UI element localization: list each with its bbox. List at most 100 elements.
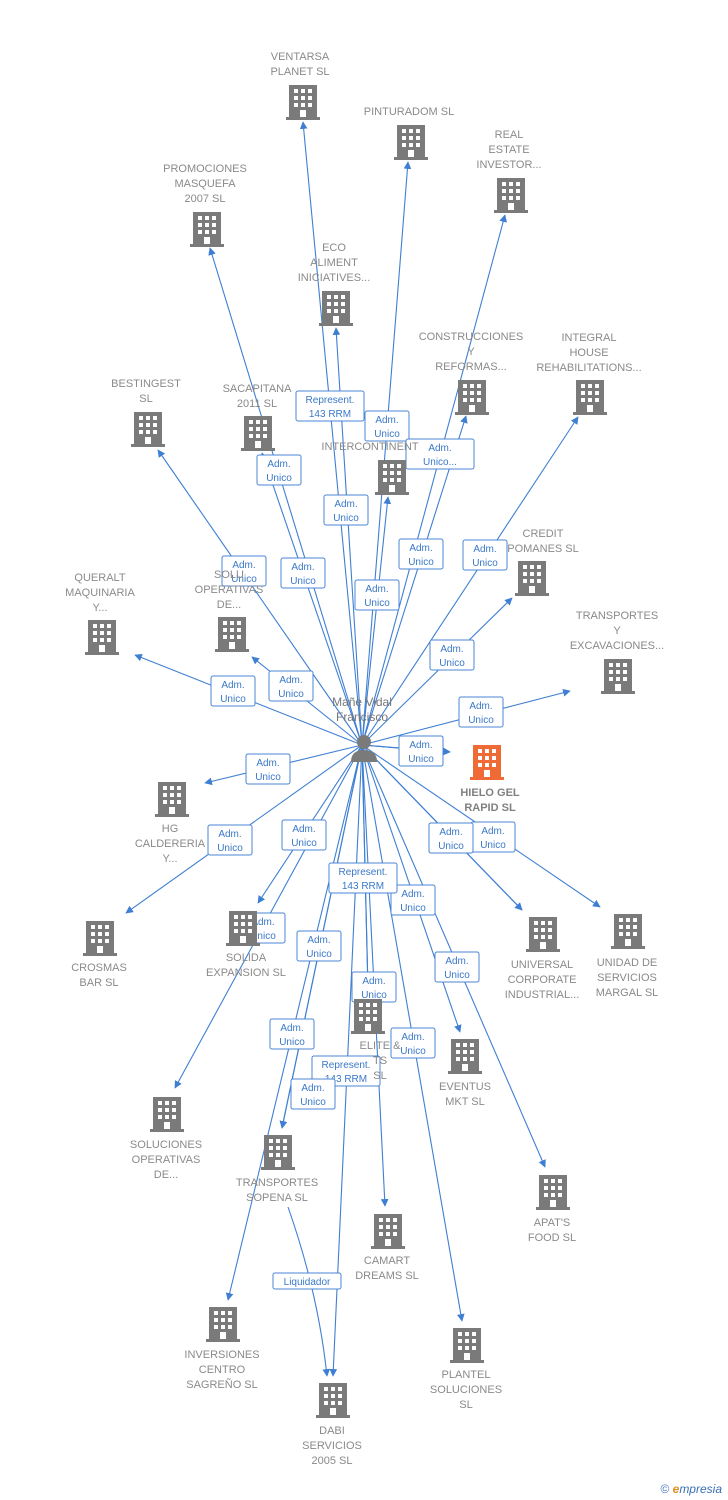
- edge-label-universal-corporate[interactable]: Adm.Unico: [428, 822, 474, 854]
- focus-building-icon: [470, 745, 504, 780]
- company-label: ALIMENT: [310, 257, 358, 269]
- edge-label-camart[interactable]: Adm.Unico: [390, 884, 436, 916]
- edge-label-liquidador[interactable]: Liquidador: [272, 1272, 342, 1290]
- building-icon: [190, 212, 224, 247]
- company-label: SERVICIOS: [597, 972, 657, 984]
- edge-label-text: Adm.: [279, 675, 302, 686]
- building-icon: [375, 460, 409, 495]
- company-label: TS: [373, 1055, 387, 1067]
- person-node[interactable]: Mañe Vidal Francisco: [332, 695, 392, 762]
- company-label: PROMOCIONES: [163, 163, 247, 175]
- edge-label-bestingest[interactable]: Adm.Unico: [280, 557, 326, 589]
- edge-label-pinturadom[interactable]: Adm.Unico: [364, 410, 410, 442]
- edge-label-inversiones-centro[interactable]: Adm.Unico: [269, 1018, 315, 1050]
- company-node-construcciones[interactable]: CONSTRUCCIONESYREFORMAS...: [419, 331, 524, 415]
- edge-label-crosmas[interactable]: Adm.Unico: [207, 824, 253, 856]
- edge-label-box: [434, 951, 480, 983]
- company-label: VENTARSA: [271, 51, 330, 63]
- nodes-layer: VENTARSA PLANET SL PINTURADOM SL REALESTATE…: [65, 51, 664, 1467]
- edge-label-construcciones[interactable]: Adm.Unico: [398, 538, 444, 570]
- edge-label-box: [390, 884, 436, 916]
- edge-label-box: [221, 555, 267, 587]
- company-label: MAQUINARIA: [65, 587, 135, 599]
- company-node-intercontinent[interactable]: INTERCONTINENT: [321, 441, 419, 495]
- edge-label-text: Adm.: [365, 584, 388, 595]
- company-node-eco-aliment[interactable]: ECOALIMENTINICIATIVES...: [298, 242, 371, 326]
- edge-label-queralt[interactable]: Adm.Unico: [210, 675, 256, 707]
- building-icon: [450, 1328, 484, 1363]
- edge-label-soluciones-operativas-top[interactable]: Adm.Unico: [268, 670, 314, 702]
- building-icon: [515, 561, 549, 596]
- edge-label-apats-food[interactable]: Adm.Unico: [434, 951, 480, 983]
- edge-label-plantel[interactable]: Adm.Unico: [281, 819, 327, 851]
- edge-label-box: [462, 539, 508, 571]
- edge-label-soluciones-operativas-bottom[interactable]: Adm.Unico: [296, 930, 342, 962]
- edge-label-text: Unico: [439, 658, 465, 669]
- edge-label-real-estate[interactable]: Adm.Unico...: [405, 438, 475, 470]
- building-icon: [448, 1039, 482, 1074]
- edge-label-intercontinent[interactable]: Adm.Unico: [354, 579, 400, 611]
- edge-label-unidad-servicios[interactable]: Adm.Unico: [470, 821, 516, 853]
- edge-label-integral-house[interactable]: Adm.Unico: [462, 539, 508, 571]
- company-label: REHABILITATIONS...: [536, 362, 641, 374]
- footer-brand[interactable]: © empresia: [660, 1482, 722, 1496]
- edge-label-hg-caldereria[interactable]: Adm.Unico: [245, 753, 291, 785]
- edge-label-sacapitana[interactable]: Adm.Unico: [256, 454, 302, 486]
- edge-label-transportes-sopena[interactable]: Adm.Unico: [290, 1078, 336, 1110]
- company-node-soluciones-operativas-top[interactable]: SOLUOPERATIVASDE...: [195, 569, 264, 652]
- company-node-queralt[interactable]: QUERALTMAQUINARIAY...: [65, 572, 135, 655]
- company-label: SL: [139, 393, 152, 405]
- edge-label-text: Unico: [408, 557, 434, 568]
- company-node-universal-corporate[interactable]: UNIVERSALCORPORATEINDUSTRIAL...: [505, 917, 580, 1001]
- building-icon: [526, 917, 560, 952]
- edge-label-promociones-masquefa[interactable]: Adm.Unico: [221, 555, 267, 587]
- edge-label-eco-aliment[interactable]: Adm.Unico: [323, 494, 369, 526]
- copyright-symbol: ©: [660, 1482, 670, 1496]
- edge-label-ventarsa[interactable]: Represent.143 RRM: [295, 390, 365, 422]
- building-icon: [215, 617, 249, 652]
- company-label: INVESTOR...: [476, 159, 541, 171]
- edge-label-hielo-gel[interactable]: Adm.Unico: [398, 735, 444, 767]
- company-label: SL: [373, 1070, 386, 1082]
- company-node-pinturadom[interactable]: PINTURADOM SL: [364, 106, 454, 160]
- edge-label-text: Represent.: [306, 395, 355, 406]
- company-label: PLANET SL: [270, 66, 329, 78]
- company-label: INVERSIONES: [184, 1349, 259, 1361]
- building-icon: [150, 1097, 184, 1132]
- company-label: INDUSTRIAL...: [505, 989, 580, 1001]
- edge-label-elite[interactable]: Adm.Unico: [351, 971, 397, 1003]
- company-node-real-estate[interactable]: REALESTATEINVESTOR...: [476, 129, 542, 213]
- edge-label-text: Adm.: [251, 917, 274, 928]
- company-node-soluciones-operativas-bottom[interactable]: SOLUCIONESOPERATIVASDE...: [130, 1097, 202, 1181]
- building-icon: [155, 782, 189, 817]
- company-node-integral-house[interactable]: INTEGRALHOUSEREHABILITATIONS...: [536, 332, 642, 415]
- company-label: DE...: [154, 1169, 178, 1181]
- edge-label-text: Unico: [333, 513, 359, 524]
- company-node-transportes-excavaciones[interactable]: TRANSPORTESYEXCAVACIONES...: [570, 610, 664, 694]
- company-node-hg-caldereria[interactable]: HGCALDERERIAY...: [135, 782, 206, 865]
- company-label: SOLIDA: [226, 952, 267, 964]
- edge-label-elite[interactable]: Represent.143 RRM: [328, 862, 398, 894]
- company-node-ventarsa[interactable]: VENTARSA PLANET SL: [270, 51, 330, 120]
- edge-label-credit-pomanes[interactable]: Adm.Unico: [429, 639, 475, 671]
- edge-label-transportes-excavaciones[interactable]: Adm.Unico: [458, 696, 504, 728]
- edge-label-text: Adm.: [469, 701, 492, 712]
- edge-label-eventus[interactable]: Adm.Unico: [390, 1027, 436, 1059]
- edge-to-ventarsa: [299, 121, 363, 746]
